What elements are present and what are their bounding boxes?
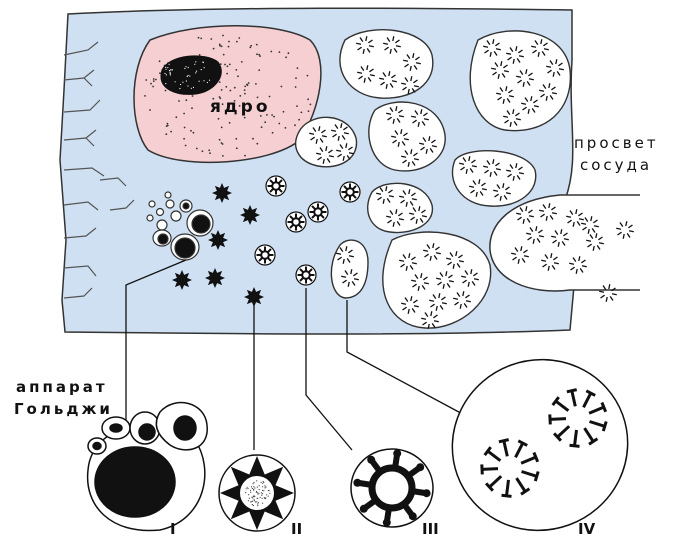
stage-3-label: III — [422, 520, 439, 538]
stage-1-golgi — [86, 401, 208, 532]
stage-4-label: IV — [578, 520, 596, 538]
stage-2-granule — [218, 454, 296, 532]
leader-lines — [125, 259, 471, 451]
stage-3-granule — [350, 448, 434, 528]
nucleolus — [160, 55, 222, 95]
vessel-lumen-label-line2: сосуда — [580, 156, 653, 174]
golgi-cluster — [146, 191, 214, 261]
nucleus-chromatin — [144, 34, 312, 157]
stage-2-label: II — [291, 520, 303, 538]
vessel-lumen-label-line1: просвет — [574, 134, 659, 152]
stage-1-label: I — [170, 520, 176, 538]
nucleolus-speckles — [164, 61, 211, 90]
golgi-label-line2: Гольджи — [14, 400, 113, 418]
vessel-lumen — [489, 194, 640, 292]
nucleus — [133, 25, 322, 164]
basal-folds — [63, 41, 135, 299]
golgi-label-line1: аппарат — [16, 378, 108, 396]
nucleus-label: ядро — [210, 97, 271, 117]
ring-granules — [254, 175, 361, 286]
dispersed-granules — [309, 36, 634, 329]
dense-granules — [172, 183, 264, 307]
stage-4-vesicle — [451, 358, 629, 532]
